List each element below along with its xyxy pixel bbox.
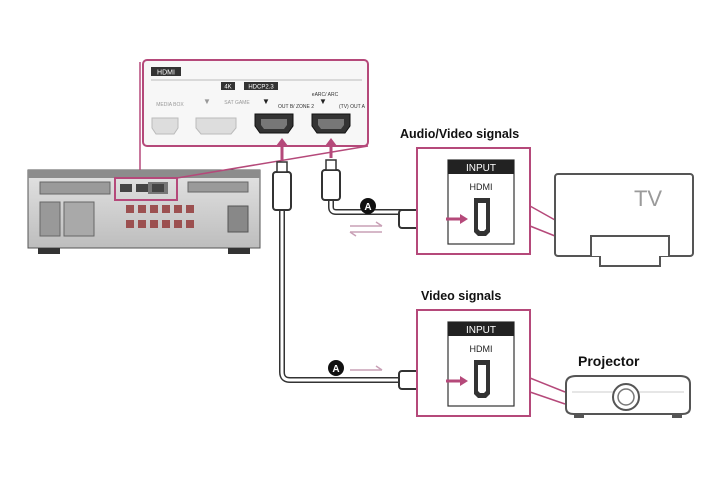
svg-text:▼: ▼	[203, 97, 211, 106]
zoom-line-right	[176, 145, 369, 179]
port-media-box-label: MEDIA BOX	[156, 102, 184, 108]
panel-header-text: HDMI	[157, 70, 175, 77]
receiver-hdmi-highlight	[114, 177, 178, 201]
av-receiver	[27, 169, 261, 254]
panel-header-badge	[151, 67, 181, 76]
cable-a-label-tv: A	[364, 202, 371, 213]
bidirectional-signal-arrows	[349, 221, 383, 237]
tv-hdmi-input-panel: INPUT HDMI	[416, 147, 531, 255]
tv-label: TV	[634, 186, 662, 211]
tv-input-arrow	[460, 214, 468, 224]
tag-hdcp: HDCP2.3	[248, 85, 274, 91]
port-tv-label: (TV) OUT A	[339, 104, 366, 110]
port-sat-game-label: SAT GAME	[224, 100, 250, 106]
projector-device	[565, 375, 691, 418]
tv-input-header: INPUT	[466, 163, 496, 174]
tv-cable-plug-top	[321, 169, 341, 201]
video-signals-label: Video signals	[421, 289, 501, 303]
projector-input-arrow	[460, 376, 468, 386]
tv-hdmi-label: HDMI	[470, 182, 493, 192]
cable-a-label-projector: A	[332, 364, 339, 375]
tag-4k: 4K	[224, 85, 231, 91]
projector-input-header: INPUT	[466, 325, 496, 336]
projector-label: Projector	[578, 353, 640, 369]
cable-to-projector	[272, 138, 440, 390]
port-arc-arrow: ▼	[319, 97, 327, 106]
receiver-hdmi-panel: HDMI 4K HDCP2.3 MEDIA BOX SAT GAME ▼ ▼ ▼…	[142, 59, 369, 147]
projector-hdmi-input-panel: INPUT HDMI	[416, 309, 531, 417]
port-hdmi-faded-1	[151, 117, 179, 135]
cable-a-marker-tv	[360, 198, 376, 214]
projector-cable-up-arrow	[276, 138, 288, 146]
port-arc-label: eARC/ ARC	[312, 92, 339, 98]
projector-hdmi-label: HDMI	[470, 344, 493, 354]
tv-cable-up-arrow	[325, 138, 337, 146]
port-zone2-arrow: ▼	[262, 97, 270, 106]
port-hdmi-faded-2	[195, 117, 237, 135]
cable-a-marker-projector	[328, 360, 344, 376]
tv-device: TV	[554, 173, 694, 267]
projector-cable-plug-top	[272, 171, 292, 211]
port-zone2-label: OUT B/ ZONE 2	[278, 104, 314, 110]
video-signal-arrow	[350, 365, 383, 371]
av-signals-label: Audio/Video signals	[400, 127, 519, 141]
